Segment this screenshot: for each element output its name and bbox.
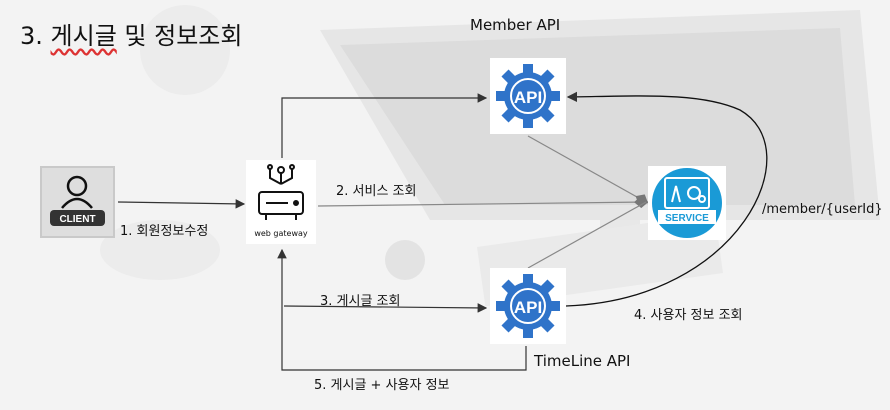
page-title: 3. 게시글 및 정보조회 xyxy=(20,16,242,51)
edge-client-gateway xyxy=(117,199,246,209)
edge-label-5: 5. 게시글 + 사용자 정보 xyxy=(314,378,450,393)
edge-member-lookup-curve xyxy=(565,91,768,307)
member-api-node: API xyxy=(490,58,566,134)
gateway-label: web gateway xyxy=(254,229,308,238)
edge-label-3: 3. 게시글 조회 xyxy=(320,294,401,309)
edge-label-2: 2. 서비스 조회 xyxy=(336,184,417,199)
user-icon xyxy=(66,175,88,197)
member-path-label: /member/{userId} xyxy=(762,202,883,217)
service-node: SERVICE xyxy=(648,166,726,240)
edge-label-1: 1. 회원정보수정 xyxy=(120,224,209,239)
title-rest: 및 정보조회 xyxy=(116,22,243,50)
timeline-api-node: API xyxy=(490,268,566,344)
client-node: CLIENT xyxy=(40,166,115,238)
gateway-icon xyxy=(258,164,304,220)
edge-gateway-timeline-api xyxy=(283,303,488,313)
timeline-api-label: TimeLine API xyxy=(534,352,631,370)
title-prefix: 3. xyxy=(20,22,51,50)
member-api-label: Member API xyxy=(470,16,561,34)
edge-timeline-return xyxy=(277,248,527,371)
timeline-api-badge: API xyxy=(514,298,542,317)
edge-member-api-service xyxy=(527,135,649,205)
monitor-icon xyxy=(664,177,710,209)
edge-label-4: 4. 사용자 정보 조회 xyxy=(634,308,743,323)
member-api-badge: API xyxy=(514,88,542,107)
edge-gateway-member-api xyxy=(281,93,488,158)
client-label: CLIENT xyxy=(59,214,95,225)
web-gateway-node: web gateway xyxy=(246,160,316,244)
gear-icon xyxy=(496,64,560,128)
edge-timeline-api-service xyxy=(527,201,647,269)
service-label: SERVICE xyxy=(665,213,709,224)
gear-icon xyxy=(496,274,560,338)
edge-gateway-service xyxy=(317,196,649,209)
title-word: 게시글 xyxy=(50,22,117,50)
